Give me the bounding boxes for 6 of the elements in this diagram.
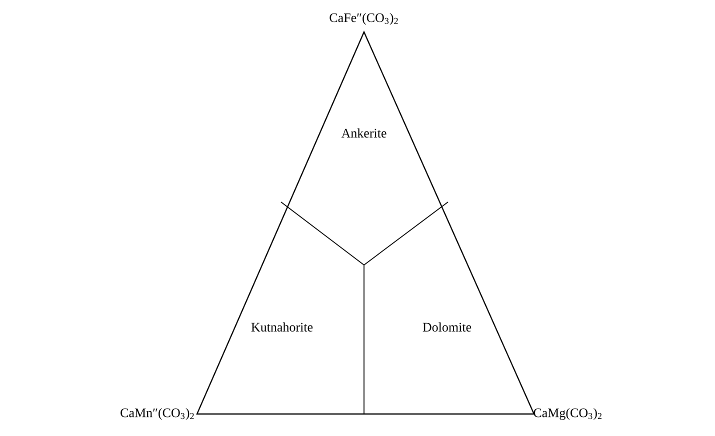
corner-label: CaMn″(CO$_{3}$)$_{2}$ [120, 408, 194, 420]
region-label: Ankerite [341, 128, 386, 138]
region-label: Kutnahorite [251, 322, 313, 332]
corner-label: CaMg(CO$_{3}$)$_{2}$ [534, 408, 602, 420]
corner-label: CaFe″(CO$_{3}$)$_{2}$ [330, 13, 398, 25]
region-label: Dolomite [422, 322, 472, 332]
